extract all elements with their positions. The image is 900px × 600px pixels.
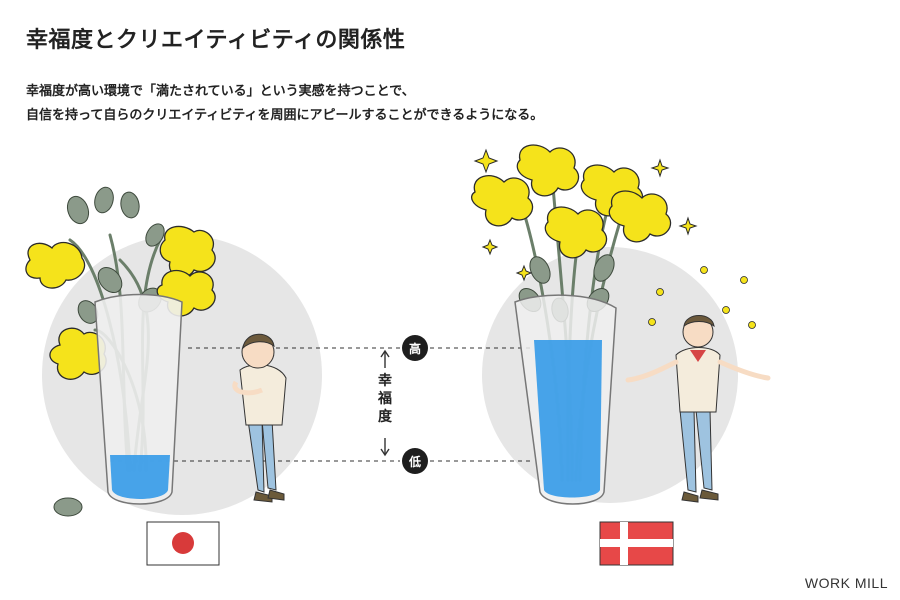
left-flower-2 <box>159 225 216 278</box>
happiness-axis-label: 幸 福 度 <box>376 372 394 426</box>
yellow-dots <box>648 266 756 329</box>
description-line-1: 幸福度が高い環境で「満たされている」という実感を持つことで、 <box>26 84 415 99</box>
high-level-badge: 高 <box>402 335 428 361</box>
right-person <box>625 315 771 503</box>
right-flower-4 <box>544 206 608 259</box>
brand-logo-text: WORK MILL <box>804 575 888 591</box>
sparkles <box>473 148 698 282</box>
right-flower-5 <box>608 190 672 243</box>
description: 幸福度が高い環境で「満たされている」という実感を持つことで、 自信を持って自らの… <box>26 80 543 128</box>
left-vase-water <box>110 455 170 499</box>
axis-label-char-3: 度 <box>378 409 392 425</box>
left-vase-group <box>25 186 216 517</box>
left-flower-1 <box>25 241 86 289</box>
axis-arrow-up-head <box>380 349 390 358</box>
fallen-leaf <box>53 497 83 517</box>
left-vase <box>94 293 183 505</box>
axis-arrow-down-head <box>380 448 390 457</box>
left-flowers <box>25 225 216 380</box>
japan-flag <box>146 521 220 566</box>
axis-label-char-1: 幸 <box>378 373 392 389</box>
low-level-badge: 低 <box>402 448 428 474</box>
left-person <box>232 333 287 503</box>
right-vase-water <box>534 340 602 498</box>
denmark-flag <box>599 521 674 566</box>
right-flower-1 <box>471 175 534 227</box>
japan-flag-sun <box>172 532 194 554</box>
axis-label-char-2: 福 <box>378 391 392 407</box>
right-flowers <box>471 144 672 259</box>
page-title: 幸福度とクリエイティビティの関係性 <box>26 28 406 53</box>
right-flower-2 <box>516 144 580 197</box>
denmark-flag-cross-horizontal <box>600 539 673 547</box>
right-vase-group <box>471 144 698 505</box>
description-line-2: 自信を持って自らのクリエイティビティを周囲にアピールすることができるようになる。 <box>26 108 544 123</box>
axis-arrows <box>380 349 390 457</box>
